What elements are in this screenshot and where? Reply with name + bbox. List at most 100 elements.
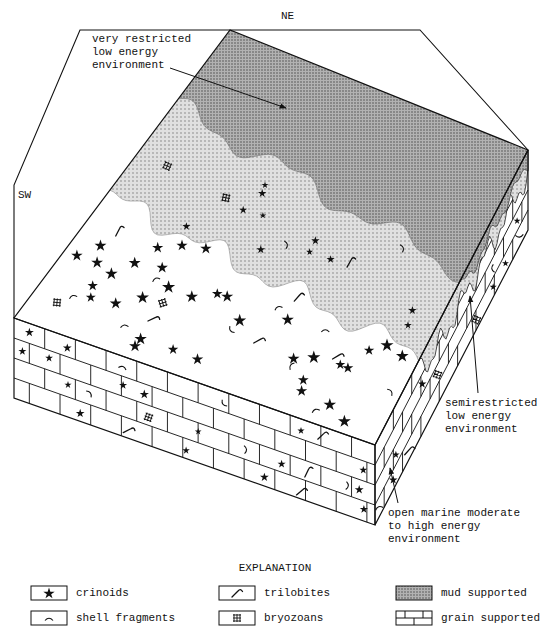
legend-heading: EXPLANATION bbox=[0, 562, 550, 575]
crinoid-symbol bbox=[152, 242, 163, 253]
crinoid-symbol bbox=[392, 451, 399, 458]
crinoid-symbol bbox=[260, 212, 267, 218]
brick-joint bbox=[75, 340, 76, 360]
brick-joint bbox=[305, 481, 306, 501]
brick-joint bbox=[136, 401, 137, 421]
shell-fragment-symbol bbox=[515, 234, 523, 237]
brick-joint bbox=[274, 470, 275, 490]
brick-joint bbox=[244, 459, 245, 479]
crinoid-symbol bbox=[157, 262, 168, 273]
crinoid-symbol bbox=[186, 290, 198, 302]
crinoid-symbol bbox=[258, 189, 266, 197]
crinoid-symbol bbox=[327, 255, 335, 263]
crinoid-symbol bbox=[256, 245, 265, 253]
legend-swatch bbox=[395, 610, 433, 626]
crinoid-symbol bbox=[86, 292, 96, 302]
crinoid-symbol bbox=[296, 385, 307, 396]
crinoid-symbol bbox=[95, 240, 107, 251]
crinoid-symbol bbox=[239, 206, 247, 214]
callout-label: semirestricted low energy environment bbox=[445, 397, 541, 436]
brick-joint bbox=[402, 412, 403, 432]
crinoid-symbol bbox=[88, 280, 98, 290]
brick-joint bbox=[259, 404, 260, 424]
crinoid-symbol bbox=[71, 250, 82, 261]
shell-fragment-symbol bbox=[69, 294, 77, 298]
bryozoan-symbol bbox=[221, 193, 230, 202]
legend-item: trilobites bbox=[218, 584, 330, 602]
compass-label: NE bbox=[281, 10, 294, 23]
crinoid-symbol bbox=[502, 260, 509, 267]
swatch-box bbox=[219, 611, 255, 625]
crinoid-symbol bbox=[364, 345, 374, 355]
crinoid-symbol bbox=[335, 359, 345, 369]
bryozoan-symbol bbox=[158, 298, 168, 308]
bryozoan-symbol bbox=[233, 614, 241, 622]
brick-joint bbox=[512, 200, 513, 220]
crinoid-symbol bbox=[355, 485, 364, 493]
brick-joint bbox=[494, 275, 495, 295]
brick-joint bbox=[290, 455, 291, 475]
crinoid-symbol bbox=[182, 447, 189, 454]
crinoid-symbol bbox=[64, 381, 71, 388]
crinoid-symbol bbox=[140, 390, 149, 399]
trilobite-symbol bbox=[123, 426, 135, 436]
crinoid-symbol bbox=[200, 242, 212, 253]
brick-joint bbox=[411, 374, 412, 394]
crinoid-symbol bbox=[323, 398, 336, 410]
crinoid-symbol bbox=[490, 283, 497, 290]
crinoid-symbol bbox=[396, 349, 409, 361]
crinoid-symbol bbox=[45, 354, 53, 361]
crinoid-symbol bbox=[288, 352, 300, 363]
crinoid-symbol bbox=[192, 353, 204, 364]
crinoid-symbol bbox=[233, 314, 246, 326]
shell-fragment-symbol bbox=[86, 390, 93, 398]
crinoid-symbol bbox=[168, 344, 178, 354]
brick-joint bbox=[420, 417, 421, 437]
legend-text: bryozoans bbox=[264, 612, 323, 625]
facies-boundary bbox=[110, 190, 419, 361]
crinoid-symbol bbox=[418, 379, 427, 387]
trilobite-symbol bbox=[294, 293, 305, 301]
crinoid-symbol bbox=[119, 381, 127, 389]
brick-joint bbox=[29, 383, 30, 403]
brick-joint bbox=[503, 237, 504, 257]
brick-joint bbox=[182, 397, 183, 417]
shell-fragment-symbol bbox=[288, 362, 294, 370]
crinoid-symbol bbox=[359, 466, 367, 474]
legend-item: shell fragments bbox=[30, 609, 175, 627]
crinoid-symbol bbox=[18, 347, 26, 355]
legend-swatch bbox=[30, 610, 68, 626]
brick-joint bbox=[213, 448, 214, 468]
box-frame bbox=[14, 30, 528, 318]
swatch-box bbox=[396, 611, 432, 625]
crinoid-symbol bbox=[278, 460, 286, 468]
brick-joint bbox=[106, 350, 107, 370]
brick-joint bbox=[228, 434, 229, 454]
swatch-symbol bbox=[396, 611, 432, 625]
brick-joint bbox=[106, 390, 107, 410]
crinoid-symbol bbox=[262, 181, 269, 188]
bryozoan-symbol bbox=[143, 412, 153, 422]
leader-arrow bbox=[170, 68, 286, 108]
legend-swatch bbox=[218, 585, 256, 601]
crinoid-symbol bbox=[91, 256, 103, 267]
leader-arrow bbox=[390, 468, 398, 503]
brick-joint bbox=[411, 414, 412, 434]
crinoid-symbol bbox=[306, 248, 313, 255]
shell-fragment-symbol bbox=[321, 330, 329, 332]
crinoid-symbol bbox=[110, 297, 122, 308]
shell-fragment-symbol bbox=[387, 388, 393, 396]
swatch-box bbox=[31, 611, 67, 625]
shell-fragment-symbol bbox=[120, 324, 128, 327]
shell-fragment-symbol bbox=[45, 618, 53, 620]
crinoid-symbol bbox=[514, 217, 521, 224]
crinoid-symbol bbox=[25, 328, 34, 336]
brick-joint bbox=[439, 341, 440, 361]
trilobite-symbol bbox=[302, 467, 314, 477]
shell-fragment-symbol bbox=[274, 305, 282, 310]
crinoid-symbol bbox=[408, 306, 416, 314]
crinoid-symbol bbox=[380, 338, 393, 351]
legend-swatch bbox=[395, 585, 433, 601]
shell-fragment-symbol bbox=[311, 408, 319, 413]
